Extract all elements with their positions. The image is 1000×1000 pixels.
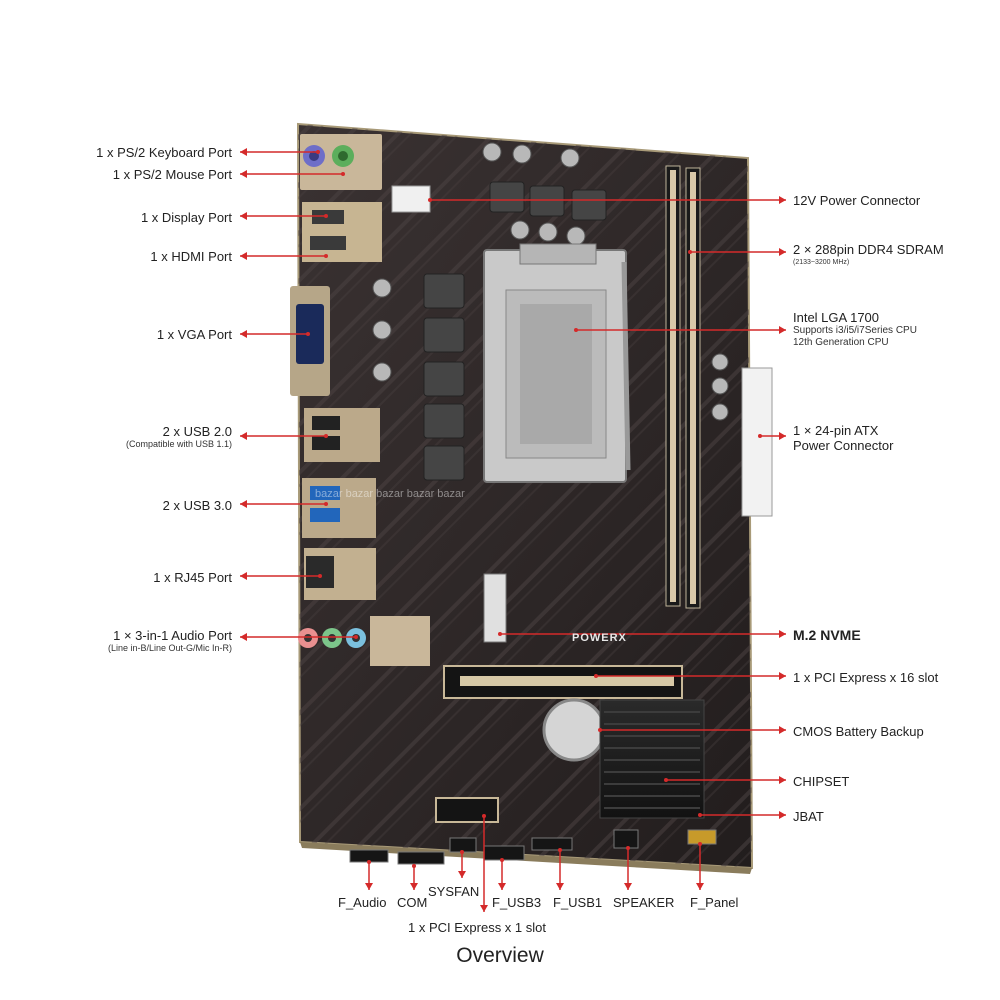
label-com: COM bbox=[397, 895, 428, 910]
arrow-cmos bbox=[598, 726, 786, 734]
rear-io bbox=[290, 134, 430, 666]
label-speaker: SPEAKER bbox=[613, 895, 675, 910]
label-pcie16: 1 x PCI Express x 16 slot bbox=[793, 670, 939, 685]
arrow-ps2-mouse bbox=[240, 170, 345, 178]
arrow-hdmi-port bbox=[240, 252, 328, 260]
arrow-vga-port bbox=[240, 330, 310, 338]
label-audio-sub: (Line in-B/Line Out-G/Mic In-R) bbox=[107, 643, 232, 653]
label-rj45: 1 x RJ45 Port bbox=[153, 570, 232, 585]
arrow-display-port bbox=[240, 212, 328, 220]
label-atx24: 1 × 24-pin ATX Power Connector bbox=[793, 423, 894, 453]
cmos-battery bbox=[542, 698, 606, 762]
label-lga1700: Intel LGA 1700 Supports i3/i5/i7Series C… bbox=[793, 310, 917, 348]
arrow-audio bbox=[240, 633, 358, 641]
arrow-pcie16 bbox=[594, 672, 786, 680]
label-lga1700-sub: Supports i3/i5/i7Series CPU bbox=[793, 325, 917, 336]
label-usb2: 2 x USB 2.0 (Compatible with USB 1.1) bbox=[125, 424, 232, 449]
arrow-usb2 bbox=[240, 432, 328, 440]
callout-arrows bbox=[240, 148, 786, 912]
arrow-ps2-keyboard bbox=[240, 148, 320, 156]
arrow-f-audio bbox=[365, 860, 373, 890]
arrow-sysfan bbox=[458, 850, 466, 878]
label-pcie1: 1 x PCI Express x 1 slot bbox=[408, 920, 546, 935]
arrow-com bbox=[410, 864, 418, 890]
vrm-chokes bbox=[423, 181, 607, 481]
arrow-chipset bbox=[664, 776, 786, 784]
label-chipset: CHIPSET bbox=[793, 774, 850, 789]
arrow-f-usb3 bbox=[498, 858, 506, 890]
label-sysfan: SYSFAN bbox=[428, 884, 480, 899]
arrow-lga1700 bbox=[574, 326, 786, 334]
arrow-m2 bbox=[498, 630, 786, 638]
label-f-usb1: F_USB1 bbox=[553, 895, 603, 910]
label-cmos: CMOS Battery Backup bbox=[793, 724, 924, 739]
label-ps2-mouse: 1 x PS/2 Mouse Port bbox=[112, 167, 232, 182]
cpu-power-connector bbox=[391, 185, 431, 213]
label-m2: M.2 NVME bbox=[793, 627, 861, 643]
pcie-x1-slot bbox=[435, 797, 499, 823]
chipset-heatsink bbox=[599, 699, 705, 819]
label-usb2-sub: (Compatible with USB 1.1) bbox=[125, 439, 232, 449]
arrow-usb3 bbox=[240, 500, 328, 508]
label-ps2-keyboard: 1 x PS/2 Keyboard Port bbox=[96, 145, 232, 160]
label-usb3: 2 x USB 3.0 bbox=[162, 498, 232, 513]
label-audio: 1 × 3-in-1 Audio Port (Line in-B/Line Ou… bbox=[107, 628, 232, 653]
capacitors bbox=[372, 142, 729, 421]
label-ddr4-sub: (2133~3200 MHz) bbox=[793, 259, 850, 266]
arrow-power-12v bbox=[428, 196, 786, 204]
label-f-panel: F_Panel bbox=[690, 895, 739, 910]
label-jbat: JBAT bbox=[793, 809, 824, 824]
label-ddr4: 2 × 288pin DDR4 SDRAM (2133~3200 MHz) bbox=[793, 242, 944, 266]
m2-slot bbox=[483, 573, 507, 643]
arrow-speaker bbox=[624, 846, 632, 890]
dimm-slots bbox=[665, 165, 701, 609]
cpu-socket bbox=[483, 243, 631, 483]
bottom-headers bbox=[349, 829, 717, 865]
arrow-atx24 bbox=[758, 432, 786, 440]
arrow-jbat bbox=[698, 811, 786, 819]
label-f-audio: F_Audio bbox=[338, 895, 387, 910]
arrow-ddr4 bbox=[688, 248, 786, 256]
label-f-usb3: F_USB3 bbox=[492, 895, 542, 910]
atx-24pin-connector bbox=[741, 367, 773, 517]
watermark: bazar bazar bazar bazar bazar bbox=[315, 488, 465, 500]
arrow-f-panel bbox=[696, 842, 704, 890]
label-vga-port: 1 x VGA Port bbox=[156, 327, 232, 342]
caption: Overview bbox=[456, 944, 544, 967]
arrow-f-usb1 bbox=[556, 848, 564, 890]
label-atx24-sub: Power Connector bbox=[793, 438, 894, 453]
arrow-rj45 bbox=[240, 572, 322, 580]
label-power-12v: 12V Power Connector bbox=[793, 193, 921, 208]
label-lga1700-sub2: 12th Generation CPU bbox=[793, 337, 889, 348]
label-display-port: 1 x Display Port bbox=[140, 210, 232, 225]
board-marking: POWERX bbox=[572, 632, 627, 644]
arrow-pcie1 bbox=[480, 814, 488, 912]
label-hdmi-port: 1 x HDMI Port bbox=[150, 249, 232, 264]
